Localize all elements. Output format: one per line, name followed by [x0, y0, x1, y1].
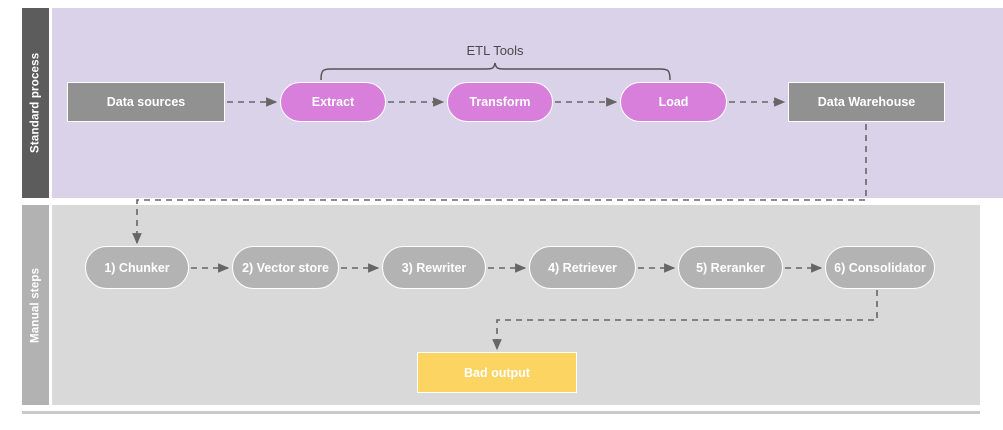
- node-chunker[interactable]: 1) Chunker: [85, 246, 189, 289]
- swimlane-label-standard-process: Standard process: [22, 8, 49, 198]
- node-data-sources[interactable]: Data sources: [67, 82, 225, 122]
- node-retriever[interactable]: 4) Retriever: [529, 246, 636, 289]
- node-transform[interactable]: Transform: [447, 82, 553, 122]
- node-load[interactable]: Load: [620, 82, 727, 122]
- swimlane-label-manual-steps: Manual steps: [22, 205, 49, 405]
- node-data-warehouse[interactable]: Data Warehouse: [788, 82, 945, 122]
- node-bad-output[interactable]: Bad output: [417, 352, 577, 393]
- node-vector-store[interactable]: 2) Vector store: [232, 246, 339, 289]
- node-rewriter[interactable]: 3) Rewriter: [382, 246, 486, 289]
- node-reranker[interactable]: 5) Reranker: [678, 246, 783, 289]
- node-extract[interactable]: Extract: [280, 82, 386, 122]
- etl-tools-label: ETL Tools: [466, 43, 524, 58]
- bottom-divider: [22, 411, 980, 414]
- node-consolidator[interactable]: 6) Consolidator: [825, 246, 935, 289]
